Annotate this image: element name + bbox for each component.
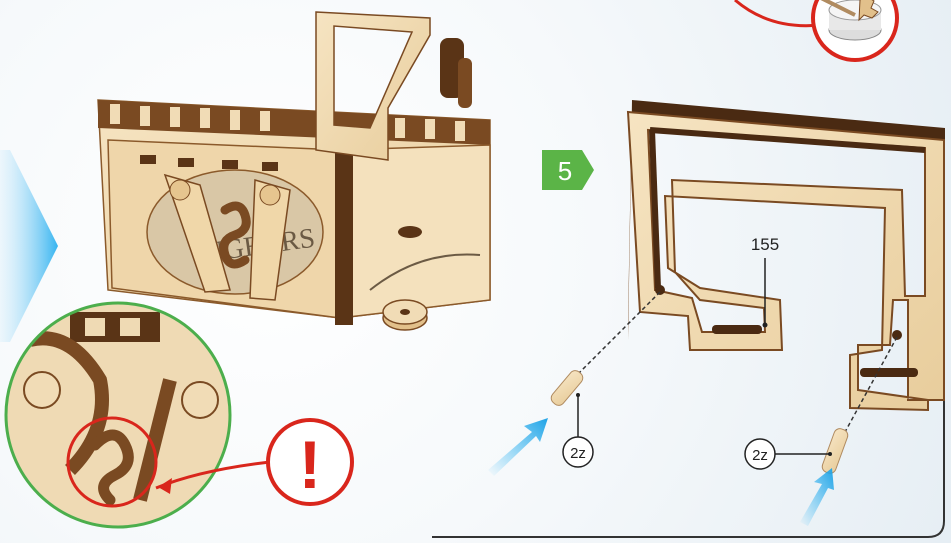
step-badge: 5 bbox=[542, 150, 594, 190]
alert-exclamation-icon: ! bbox=[268, 420, 352, 504]
direction-chevron bbox=[0, 150, 58, 342]
assembled-model: UGEARS bbox=[98, 12, 490, 330]
step-number: 5 bbox=[558, 156, 572, 186]
frame-part bbox=[628, 100, 945, 410]
insert-arrow-icon bbox=[800, 468, 834, 526]
glue-pot-icon bbox=[735, 0, 897, 60]
alert-symbol: ! bbox=[299, 427, 322, 503]
step-frame-border bbox=[432, 150, 944, 537]
pin-right-code: 2z bbox=[752, 447, 768, 464]
frame-part-number: 155 bbox=[751, 235, 779, 254]
pin-right: 2z bbox=[745, 427, 849, 475]
pin-left: 2z bbox=[549, 368, 593, 467]
insert-arrow-icon bbox=[488, 418, 548, 476]
pin-left-code: 2z bbox=[570, 445, 586, 462]
detail-zoom-circle bbox=[0, 300, 270, 540]
